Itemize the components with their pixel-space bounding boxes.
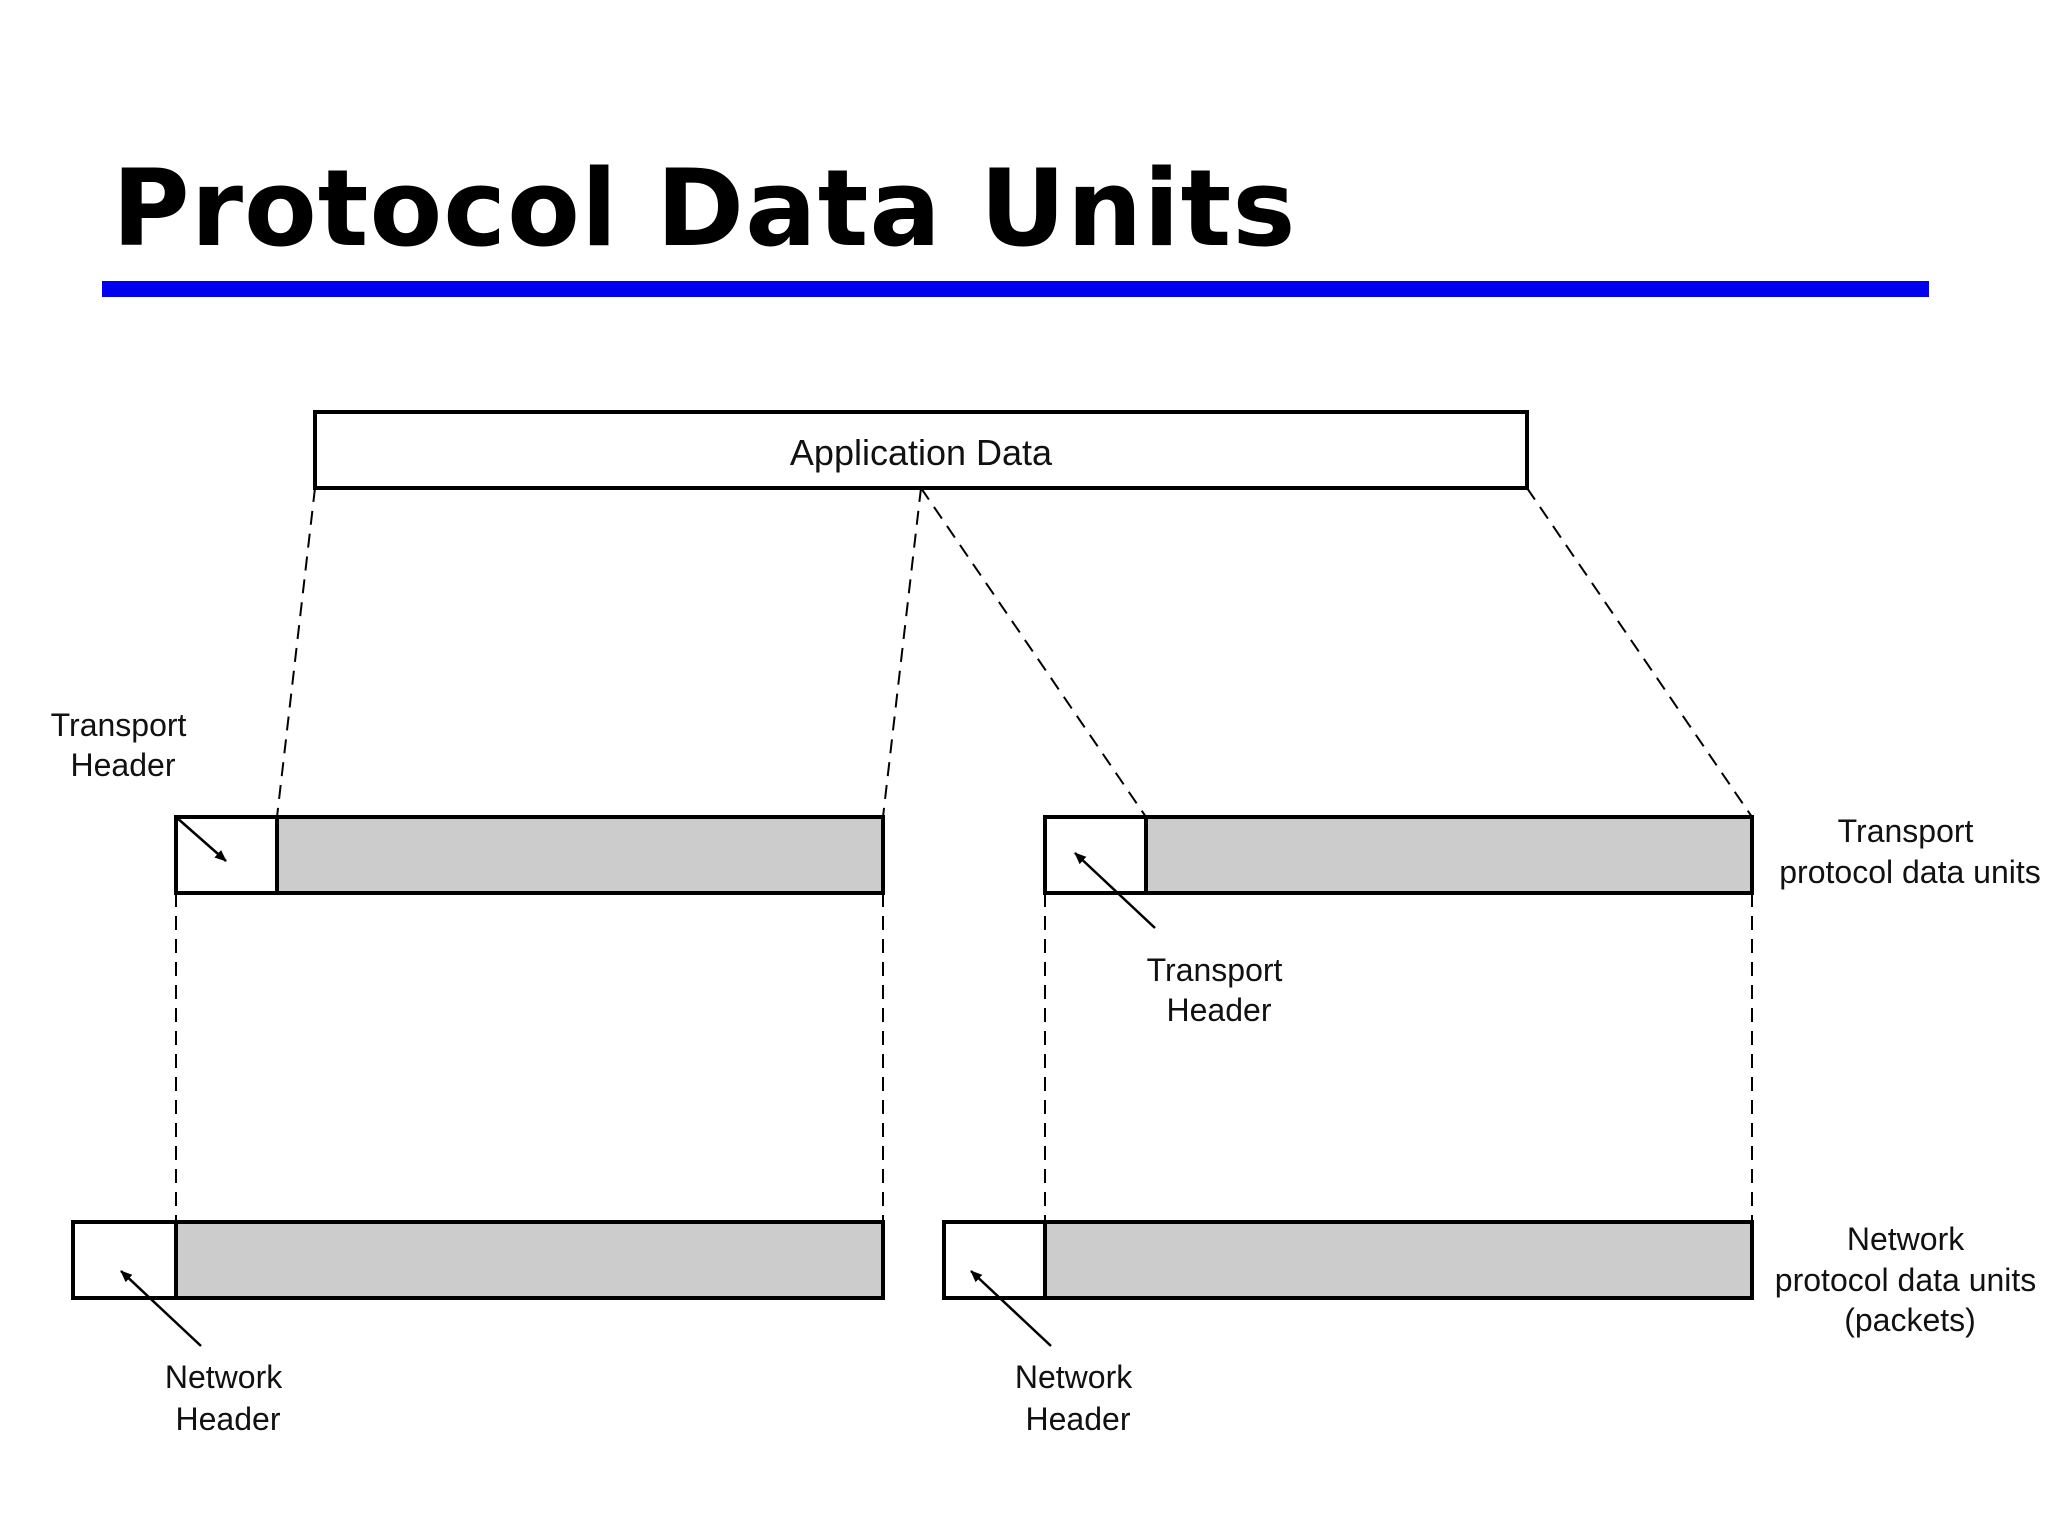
network-payload-left	[174, 1220, 885, 1300]
transport-pdu-label: Transport protocol data units	[1779, 813, 2041, 890]
transport-header-box-left	[174, 815, 279, 895]
application-to-transport-mapping	[276, 487, 1753, 818]
transport-header-left-arrow	[175, 816, 227, 862]
title-underline	[102, 281, 1929, 297]
transport-payload-right	[1144, 815, 1754, 895]
transport-pdu-right	[1043, 815, 1754, 895]
transport-pdu-left	[174, 815, 885, 895]
network-header-right-arrow	[970, 1270, 1052, 1347]
transport-to-network-mapping	[175, 893, 1753, 1222]
network-pdu-right	[942, 1220, 1754, 1300]
network-pdu-label: Network protocol data units (packets)	[1775, 1221, 2045, 1338]
network-header-box-left	[71, 1220, 178, 1300]
transport-header-box-right	[1043, 815, 1148, 895]
slide-title: Protocol Data Units	[112, 147, 1297, 270]
network-header-left-arrow	[120, 1270, 202, 1347]
transport-header-label-left: Transport Header	[51, 707, 196, 783]
network-payload-right	[1043, 1220, 1754, 1300]
network-pdu-left	[71, 1220, 885, 1300]
network-header-label-right: Network Header	[1015, 1359, 1141, 1437]
transport-header-right-arrow	[1074, 852, 1156, 929]
application-data-label: Application Data	[790, 432, 1053, 473]
transport-payload-left	[275, 815, 885, 895]
network-header-label-left: Network Header	[165, 1359, 291, 1437]
application-data-box: Application Data	[313, 410, 1529, 490]
network-header-box-right	[942, 1220, 1047, 1300]
transport-header-label-right: Transport Header	[1147, 952, 1292, 1028]
